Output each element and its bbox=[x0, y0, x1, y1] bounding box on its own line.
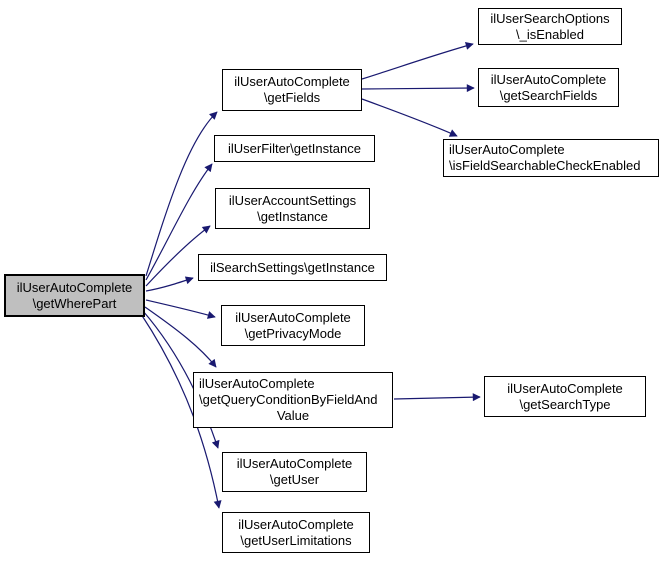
node-label-line: \getInstance bbox=[257, 208, 328, 224]
node-isFieldSearchableCheckEnabled[interactable]: ilUserAutoComplete \isFieldSearchableChe… bbox=[443, 139, 659, 177]
node-label-line: ilUserFilter\getInstance bbox=[228, 140, 361, 156]
node-label-line: \_isEnabled bbox=[516, 26, 584, 42]
node-label-line: ilUserAutoComplete bbox=[238, 516, 354, 532]
node-getSearchType[interactable]: ilUserAutoComplete \getSearchType bbox=[484, 376, 646, 417]
edge-getFields-to-getSearchFields bbox=[361, 84, 475, 93]
node-ilUserAccountSettings-getInstance[interactable]: ilUserAccountSettings \getInstance bbox=[215, 188, 370, 229]
edge-getFields-to-isFieldSearchableCheckEnabled bbox=[361, 98, 458, 137]
node-getPrivacyMode[interactable]: ilUserAutoComplete \getPrivacyMode bbox=[221, 305, 365, 346]
node-label-line: Value bbox=[276, 407, 310, 423]
edge-getFields-to-isEnabled bbox=[361, 42, 474, 80]
node-label-line: \getSearchFields bbox=[499, 87, 598, 103]
node-label-line: ilUserAutoComplete bbox=[234, 74, 350, 90]
node-getQueryConditionByFieldAndValue[interactable]: ilUserAutoComplete \getQueryConditionByF… bbox=[193, 372, 393, 428]
node-label-line: \getUser bbox=[269, 472, 320, 487]
node-label-line: ilUserAutoComplete bbox=[490, 71, 607, 87]
node-label-line: \getFields bbox=[263, 90, 321, 105]
node-label-line: \getWherePart bbox=[32, 295, 117, 311]
node-ilUserSearchOptions-isEnabled[interactable]: ilUserSearchOptions \_isEnabled bbox=[478, 8, 622, 45]
node-getUserLimitations[interactable]: ilUserAutoComplete \getUserLimitations bbox=[222, 512, 370, 553]
node-getWherePart[interactable]: ilUserAutoComplete \getWherePart bbox=[4, 274, 145, 317]
node-label-line: ilUserAutoComplete bbox=[507, 380, 623, 396]
node-label-line: \isFieldSearchableCheckEnabled bbox=[449, 158, 641, 173]
edge-getWherePart-to-getQueryConditionByFieldAndValue bbox=[144, 306, 217, 368]
node-label-line: ilUserAutoComplete bbox=[199, 376, 315, 392]
node-label-line: ilUserSearchOptions bbox=[490, 10, 610, 26]
edge-getWherePart-to-getPrivacyMode bbox=[145, 299, 216, 319]
node-getFields[interactable]: ilUserAutoComplete \getFields bbox=[222, 69, 362, 111]
node-ilSearchSettings-getInstance[interactable]: ilSearchSettings\getInstance bbox=[198, 254, 387, 281]
node-getSearchFields[interactable]: ilUserAutoComplete \getSearchFields bbox=[478, 68, 619, 107]
node-label-line: \getQueryConditionByFieldAnd bbox=[199, 392, 378, 408]
edge-getQueryConditionByFieldAndValue-to-getSearchType bbox=[393, 393, 481, 402]
node-label-line: \getSearchType bbox=[519, 396, 611, 412]
node-label-line: ilUserAccountSettings bbox=[228, 192, 357, 208]
node-label-line: ilUserAutoComplete bbox=[235, 309, 351, 325]
node-label-line: ilSearchSettings\getInstance bbox=[210, 259, 375, 275]
edge-getWherePart-to-ilSearchSettings-getInstance bbox=[145, 276, 194, 292]
edge-getWherePart-to-getFields bbox=[145, 111, 218, 277]
node-label-line: ilUserAutoComplete bbox=[449, 142, 565, 158]
node-ilUserFilter-getInstance[interactable]: ilUserFilter\getInstance bbox=[214, 135, 375, 162]
node-label-line: \getPrivacyMode bbox=[244, 325, 342, 341]
node-label-line: ilUserAutoComplete bbox=[16, 279, 133, 295]
node-label-line: \getUserLimitations bbox=[240, 532, 352, 548]
node-label-line: ilUserAutoComplete bbox=[236, 456, 353, 472]
node-getUser[interactable]: ilUserAutoComplete \getUser bbox=[222, 452, 367, 492]
